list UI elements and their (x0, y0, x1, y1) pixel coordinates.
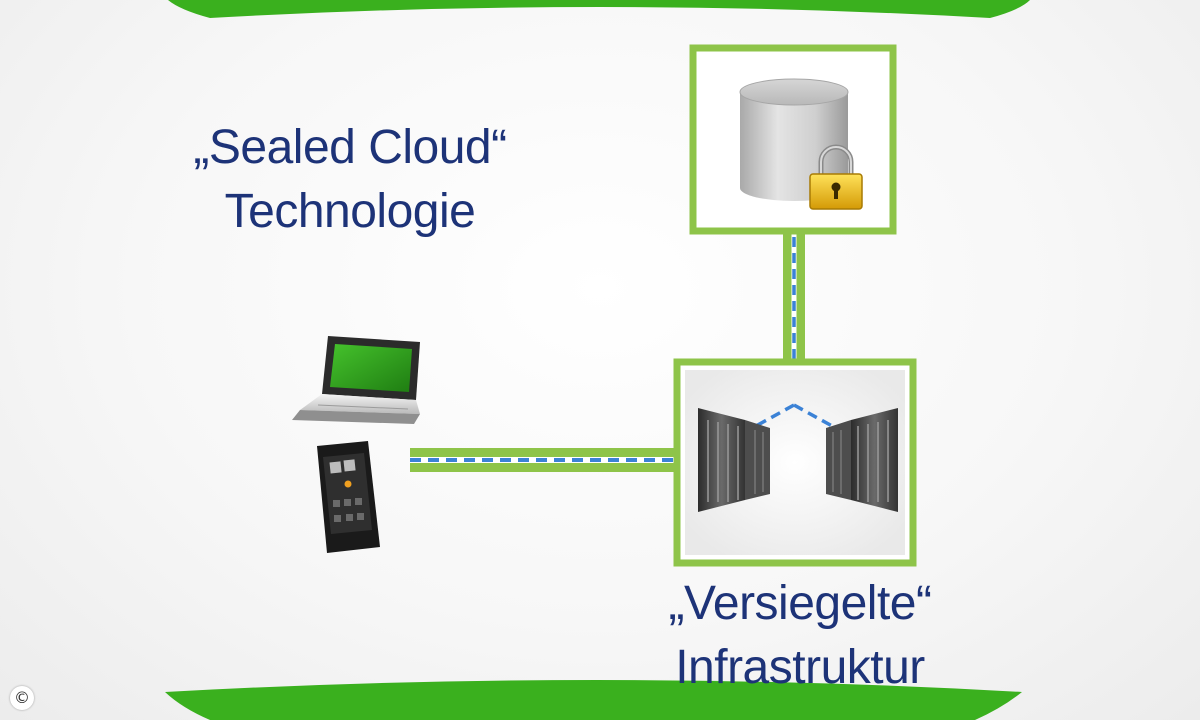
infrastructure-box (673, 358, 917, 567)
device-connection-line (410, 448, 700, 472)
database-box (689, 44, 897, 235)
server-rack-left-icon (698, 408, 770, 512)
sealed-cloud-title-line1: „Sealed Cloud“ (193, 121, 507, 174)
sealed-cloud-title: „Sealed Cloud“ Technologie (150, 116, 550, 244)
laptop-icon (292, 336, 420, 424)
bottom-arc (165, 680, 1022, 720)
copyright-badge: © (10, 686, 34, 710)
infrastructure-caption-line2: Infrastruktur (675, 641, 925, 694)
infrastructure-caption-line1: „Versiegelte“ (668, 577, 932, 630)
smartphone-icon (317, 441, 380, 553)
infrastructure-caption: „Versiegelte“ Infrastruktur (620, 572, 980, 700)
top-arc (168, 0, 1030, 18)
lock-icon (809, 144, 863, 210)
server-rack-right-icon (826, 408, 898, 512)
sealed-cloud-title-line2: Technologie (224, 185, 476, 238)
